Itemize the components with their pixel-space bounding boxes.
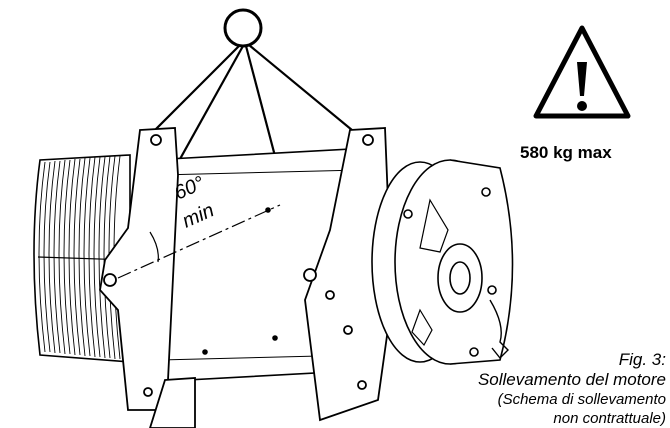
figure-caption: Fig. 3: Sollevamento del motore (Schema … xyxy=(366,350,666,428)
lifting-ring xyxy=(223,8,263,48)
figure-note-line2: non contrattuale) xyxy=(553,410,666,427)
figure-title: Sollevamento del motore xyxy=(477,370,666,389)
cable-drum xyxy=(33,154,131,363)
angle-indicator xyxy=(117,204,281,279)
max-load-label: 580 kg max xyxy=(520,143,612,162)
warning-triangle-icon xyxy=(533,25,631,119)
figure-note-line1: (Schema di sollevamento xyxy=(497,391,666,408)
brake-disc-assembly xyxy=(371,159,514,365)
left-end-plate xyxy=(99,127,196,428)
right-end-plate xyxy=(303,127,393,422)
figure-number: Fig. 3: xyxy=(618,350,666,369)
